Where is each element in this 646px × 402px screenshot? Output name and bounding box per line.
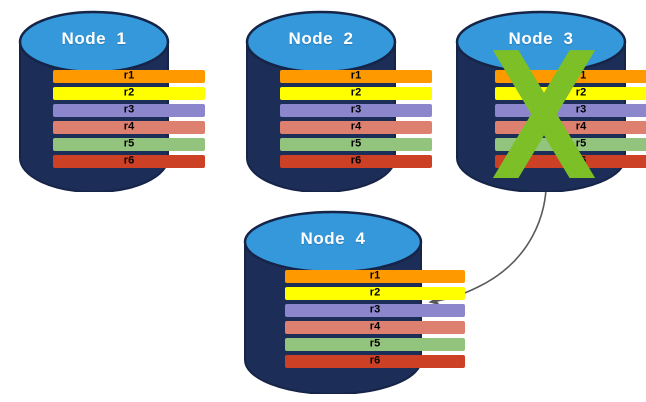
row-label: r3	[350, 103, 362, 116]
table-row[interactable]: r6	[285, 355, 465, 368]
row-label: r4	[575, 120, 587, 133]
table-row[interactable]: r2	[280, 87, 432, 100]
table-row[interactable]: r4	[53, 121, 205, 134]
node-2-rows: r1 r2 r3 r4 r5 r6	[245, 70, 467, 168]
table-row[interactable]: r6	[53, 155, 205, 168]
table-row[interactable]: r6	[280, 155, 432, 168]
row-label: r2	[123, 86, 135, 99]
node-1[interactable]: Node 1 r1 r2 r3 r4 r5 r6	[18, 8, 205, 192]
row-label: r6	[123, 154, 135, 167]
row-label: r3	[575, 103, 587, 116]
row-label: r5	[350, 137, 362, 150]
row-label: r6	[350, 154, 362, 167]
table-row[interactable]: r5	[285, 338, 465, 351]
row-label: r1	[123, 69, 135, 82]
node-1-rows: r1 r2 r3 r4 r5 r6	[18, 70, 240, 168]
table-row[interactable]: r1	[53, 70, 205, 83]
node-3-rows: r1 r2 r3 r4 r5 r6	[455, 70, 646, 168]
node-3[interactable]: Node 3 r1 r2 r3 r4 r5 r6	[455, 8, 646, 192]
node-4-rows: r1 r2 r3 r4 r5 r6	[243, 270, 507, 368]
row-label: r3	[369, 303, 381, 316]
row-label: r4	[369, 320, 381, 333]
row-label: r1	[575, 69, 587, 82]
row-label: r1	[350, 69, 362, 82]
row-label: r1	[369, 269, 381, 282]
row-label: r6	[369, 354, 381, 367]
row-label: r4	[350, 120, 362, 133]
table-row[interactable]: r4	[285, 321, 465, 334]
table-row[interactable]: r4	[495, 121, 646, 134]
table-row[interactable]: r5	[53, 138, 205, 151]
table-row[interactable]: r3	[495, 104, 646, 117]
table-row[interactable]: r2	[53, 87, 205, 100]
row-label: r5	[369, 337, 381, 350]
row-label: r4	[123, 120, 135, 133]
table-row[interactable]: r3	[280, 104, 432, 117]
table-row[interactable]: r2	[285, 287, 465, 300]
row-label: r5	[123, 137, 135, 150]
table-row[interactable]: r5	[495, 138, 646, 151]
table-row[interactable]: r4	[280, 121, 432, 134]
table-row[interactable]: r5	[280, 138, 432, 151]
row-label: r2	[575, 86, 587, 99]
node-2[interactable]: Node 2 r1 r2 r3 r4 r5 r6	[245, 8, 432, 192]
row-label: r2	[350, 86, 362, 99]
row-label: r2	[369, 286, 381, 299]
table-row[interactable]: r3	[285, 304, 465, 317]
node-4[interactable]: Node 4 r1 r2 r3 r4 r5 r6	[243, 208, 465, 394]
table-row[interactable]: r2	[495, 87, 646, 100]
table-row[interactable]: r1	[280, 70, 432, 83]
table-row[interactable]: r6	[495, 155, 646, 168]
table-row[interactable]: r1	[285, 270, 465, 283]
row-label: r3	[123, 103, 135, 116]
row-label: r5	[575, 137, 587, 150]
row-label: r6	[575, 154, 587, 167]
table-row[interactable]: r3	[53, 104, 205, 117]
table-row[interactable]: r1	[495, 70, 646, 83]
